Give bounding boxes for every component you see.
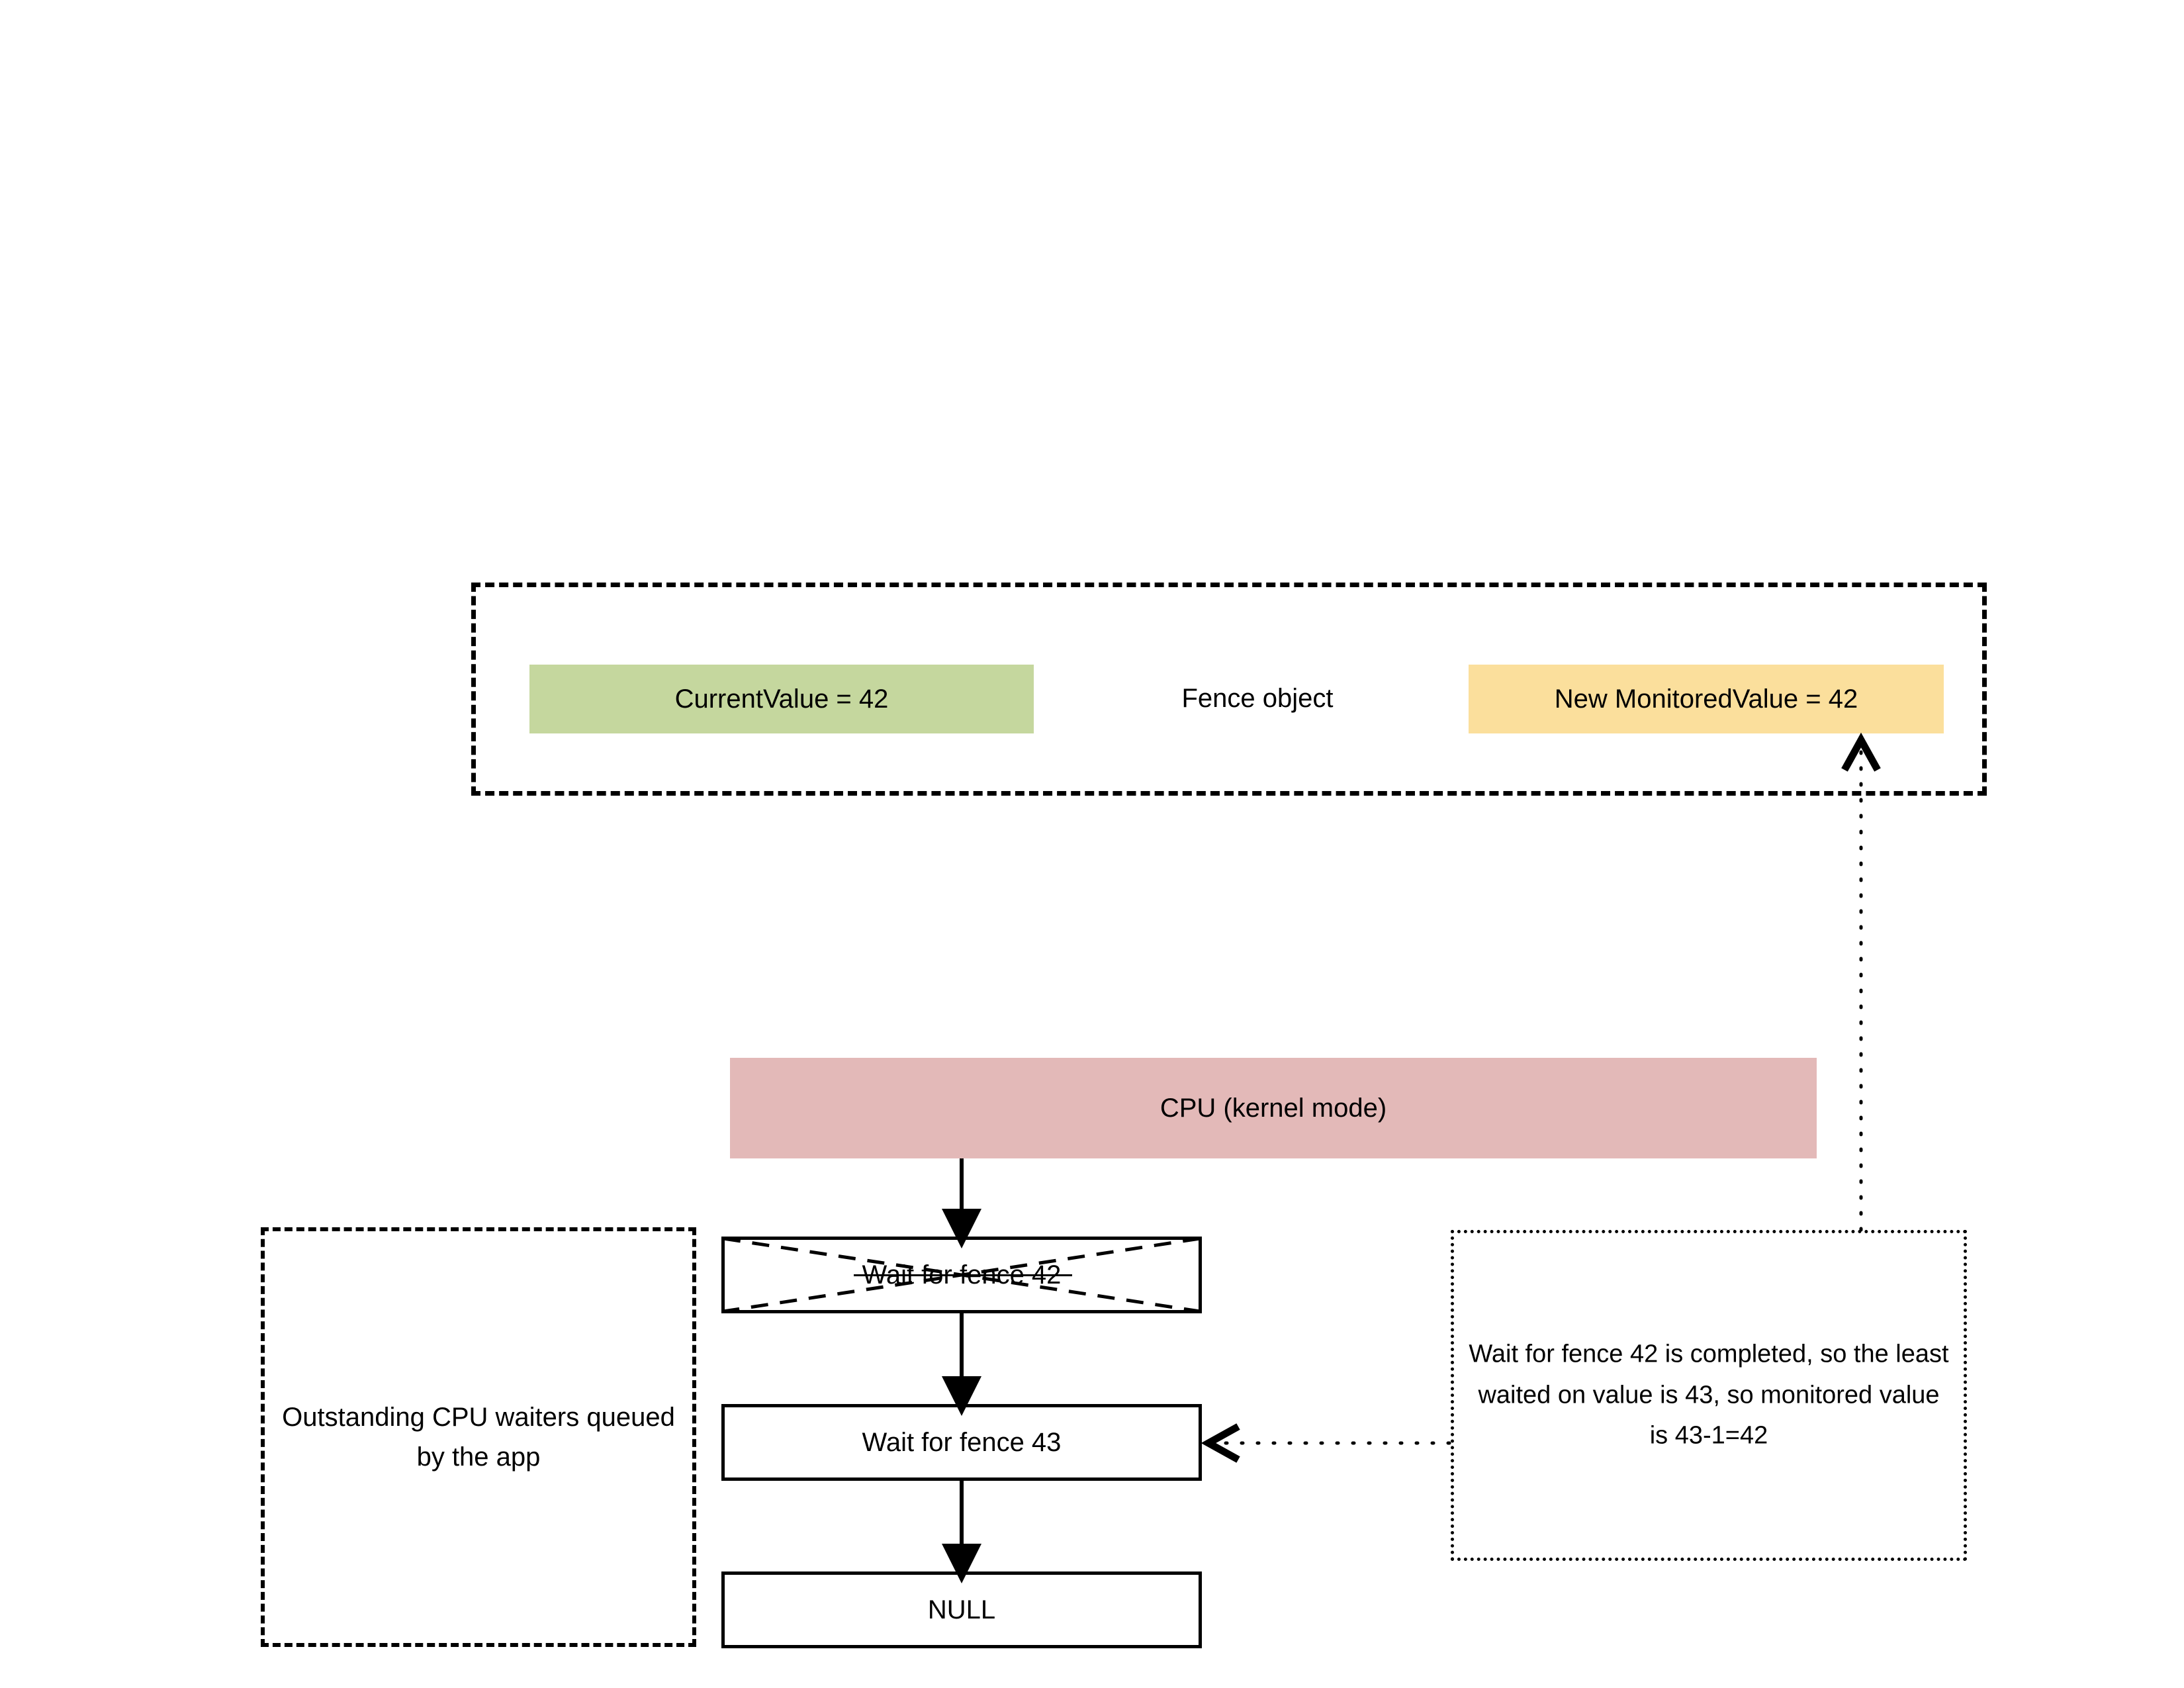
waiter-node-label: Wait for fence 43 bbox=[862, 1427, 1062, 1457]
fence-object-container bbox=[471, 583, 1987, 796]
explanation-annotation-text: Wait for fence 42 is completed, so the l… bbox=[1469, 1340, 1949, 1450]
outstanding-cpu-waiters-group: Outstanding CPU waiters queued by the ap… bbox=[261, 1227, 696, 1647]
waiter-node-null[interactable]: NULL bbox=[721, 1571, 1202, 1648]
waiter-node-wait-for-fence-43[interactable]: Wait for fence 43 bbox=[721, 1404, 1202, 1481]
cpu-kernel-mode-label: CPU (kernel mode) bbox=[1160, 1093, 1387, 1123]
outstanding-cpu-waiters-label: Outstanding CPU waiters queued by the ap… bbox=[282, 1403, 675, 1472]
current-value-box[interactable]: CurrentValue = 42 bbox=[529, 665, 1034, 733]
monitored-value-box[interactable]: New MonitoredValue = 42 bbox=[1469, 665, 1944, 733]
cpu-kernel-mode-bar[interactable]: CPU (kernel mode) bbox=[730, 1058, 1817, 1158]
fence-object-label: Fence object bbox=[1072, 675, 1443, 722]
fence-object-label-text: Fence object bbox=[1181, 683, 1334, 713]
monitored-value-label: New MonitoredValue = 42 bbox=[1554, 684, 1858, 714]
waiter-node-label: NULL bbox=[927, 1595, 996, 1624]
current-value-label: CurrentValue = 42 bbox=[674, 684, 889, 714]
strikethrough-line bbox=[854, 1274, 1072, 1276]
explanation-annotation-box: Wait for fence 42 is completed, so the l… bbox=[1451, 1230, 1967, 1561]
